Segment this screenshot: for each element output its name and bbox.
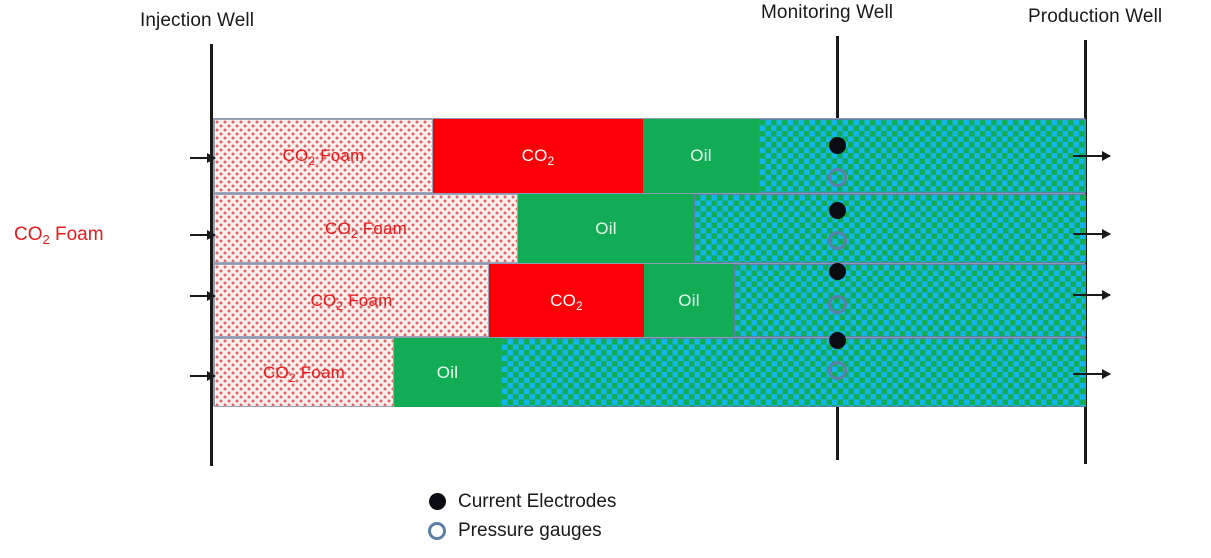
production-arrow-4: [1073, 369, 1111, 379]
injection-arrow-4: [190, 371, 216, 381]
legend-item: Pressure gauges: [424, 516, 616, 545]
well-label-monitoring: Monitoring Well: [761, 2, 894, 23]
fluid-band-oil: Oil: [394, 338, 501, 407]
well-line-injection: [210, 44, 213, 466]
fluid-band-label: Oil: [678, 290, 700, 310]
production-arrow-2: [1073, 229, 1111, 239]
legend-item-label: Pressure gauges: [458, 519, 602, 541]
fluid-band-label: CO2 Foam: [263, 362, 345, 385]
injection-arrow-1: [190, 153, 216, 163]
fluid-band-label: Oil: [690, 146, 712, 165]
inlet-caption: CO2 Foam: [14, 224, 104, 247]
fluid-band-label: Oil: [595, 218, 617, 238]
production-arrow-1: [1073, 151, 1111, 161]
well-label-production: Production Well: [1028, 6, 1163, 27]
fluid-band-oil: Oil: [643, 119, 759, 193]
reservoir-layer-4: CO2 Foam Oil: [214, 338, 1086, 407]
current-electrode-icon: [828, 331, 846, 349]
reservoir-layer-3: CO2 Foam CO2 Oil: [214, 264, 1086, 338]
injection-arrow-3: [190, 291, 216, 301]
current-electrode-icon: [828, 262, 846, 280]
fluid-band-oil: Oil: [644, 264, 734, 337]
legend-item-label: Current Electrodes: [458, 490, 617, 512]
fluid-band-water: [734, 264, 1086, 337]
production-arrow-3: [1073, 290, 1111, 300]
fluid-band-co2: CO2: [489, 264, 644, 337]
pressure-gauge-icon: [827, 230, 847, 250]
fluid-band-foam: CO2 Foam: [214, 338, 394, 407]
pressure-gauge-icon: [827, 167, 847, 187]
fluid-band-foam: CO2 Foam: [214, 264, 489, 337]
filled-circle-icon: [424, 493, 450, 510]
pressure-gauge-icon: [827, 360, 847, 380]
reservoir-layer-2: CO2 Foam Oil: [214, 194, 1086, 264]
pressure-gauge-icon: [827, 294, 847, 314]
well-label-injection: Injection Well: [140, 10, 255, 31]
injection-arrow-2: [190, 230, 216, 240]
hollow-circle-icon: [424, 521, 450, 540]
fluid-band-water: [501, 338, 1086, 407]
fluid-band-water: [759, 119, 1086, 193]
fluid-band-label: CO2 Foam: [282, 146, 365, 168]
legend-item: Current Electrodes: [424, 487, 616, 516]
fluid-band-foam: CO2 Foam: [214, 119, 433, 193]
fluid-band-label: Oil: [436, 362, 459, 382]
current-electrode-icon: [828, 136, 846, 154]
fluid-band-label: CO2: [521, 146, 555, 168]
fluid-band-label: CO2 Foam: [310, 290, 393, 313]
reservoir-layer-1: CO2 Foam CO2 Oil: [214, 119, 1086, 194]
fluid-band-label: CO2 Foam: [325, 218, 407, 241]
fluid-band-label: CO2: [550, 290, 583, 313]
fluid-band-foam: CO2 Foam: [214, 194, 518, 263]
fluid-band-co2: CO2: [433, 119, 643, 193]
fluid-band-oil: Oil: [518, 194, 694, 263]
current-electrode-icon: [828, 201, 846, 219]
fluid-band-water: [694, 194, 1086, 263]
